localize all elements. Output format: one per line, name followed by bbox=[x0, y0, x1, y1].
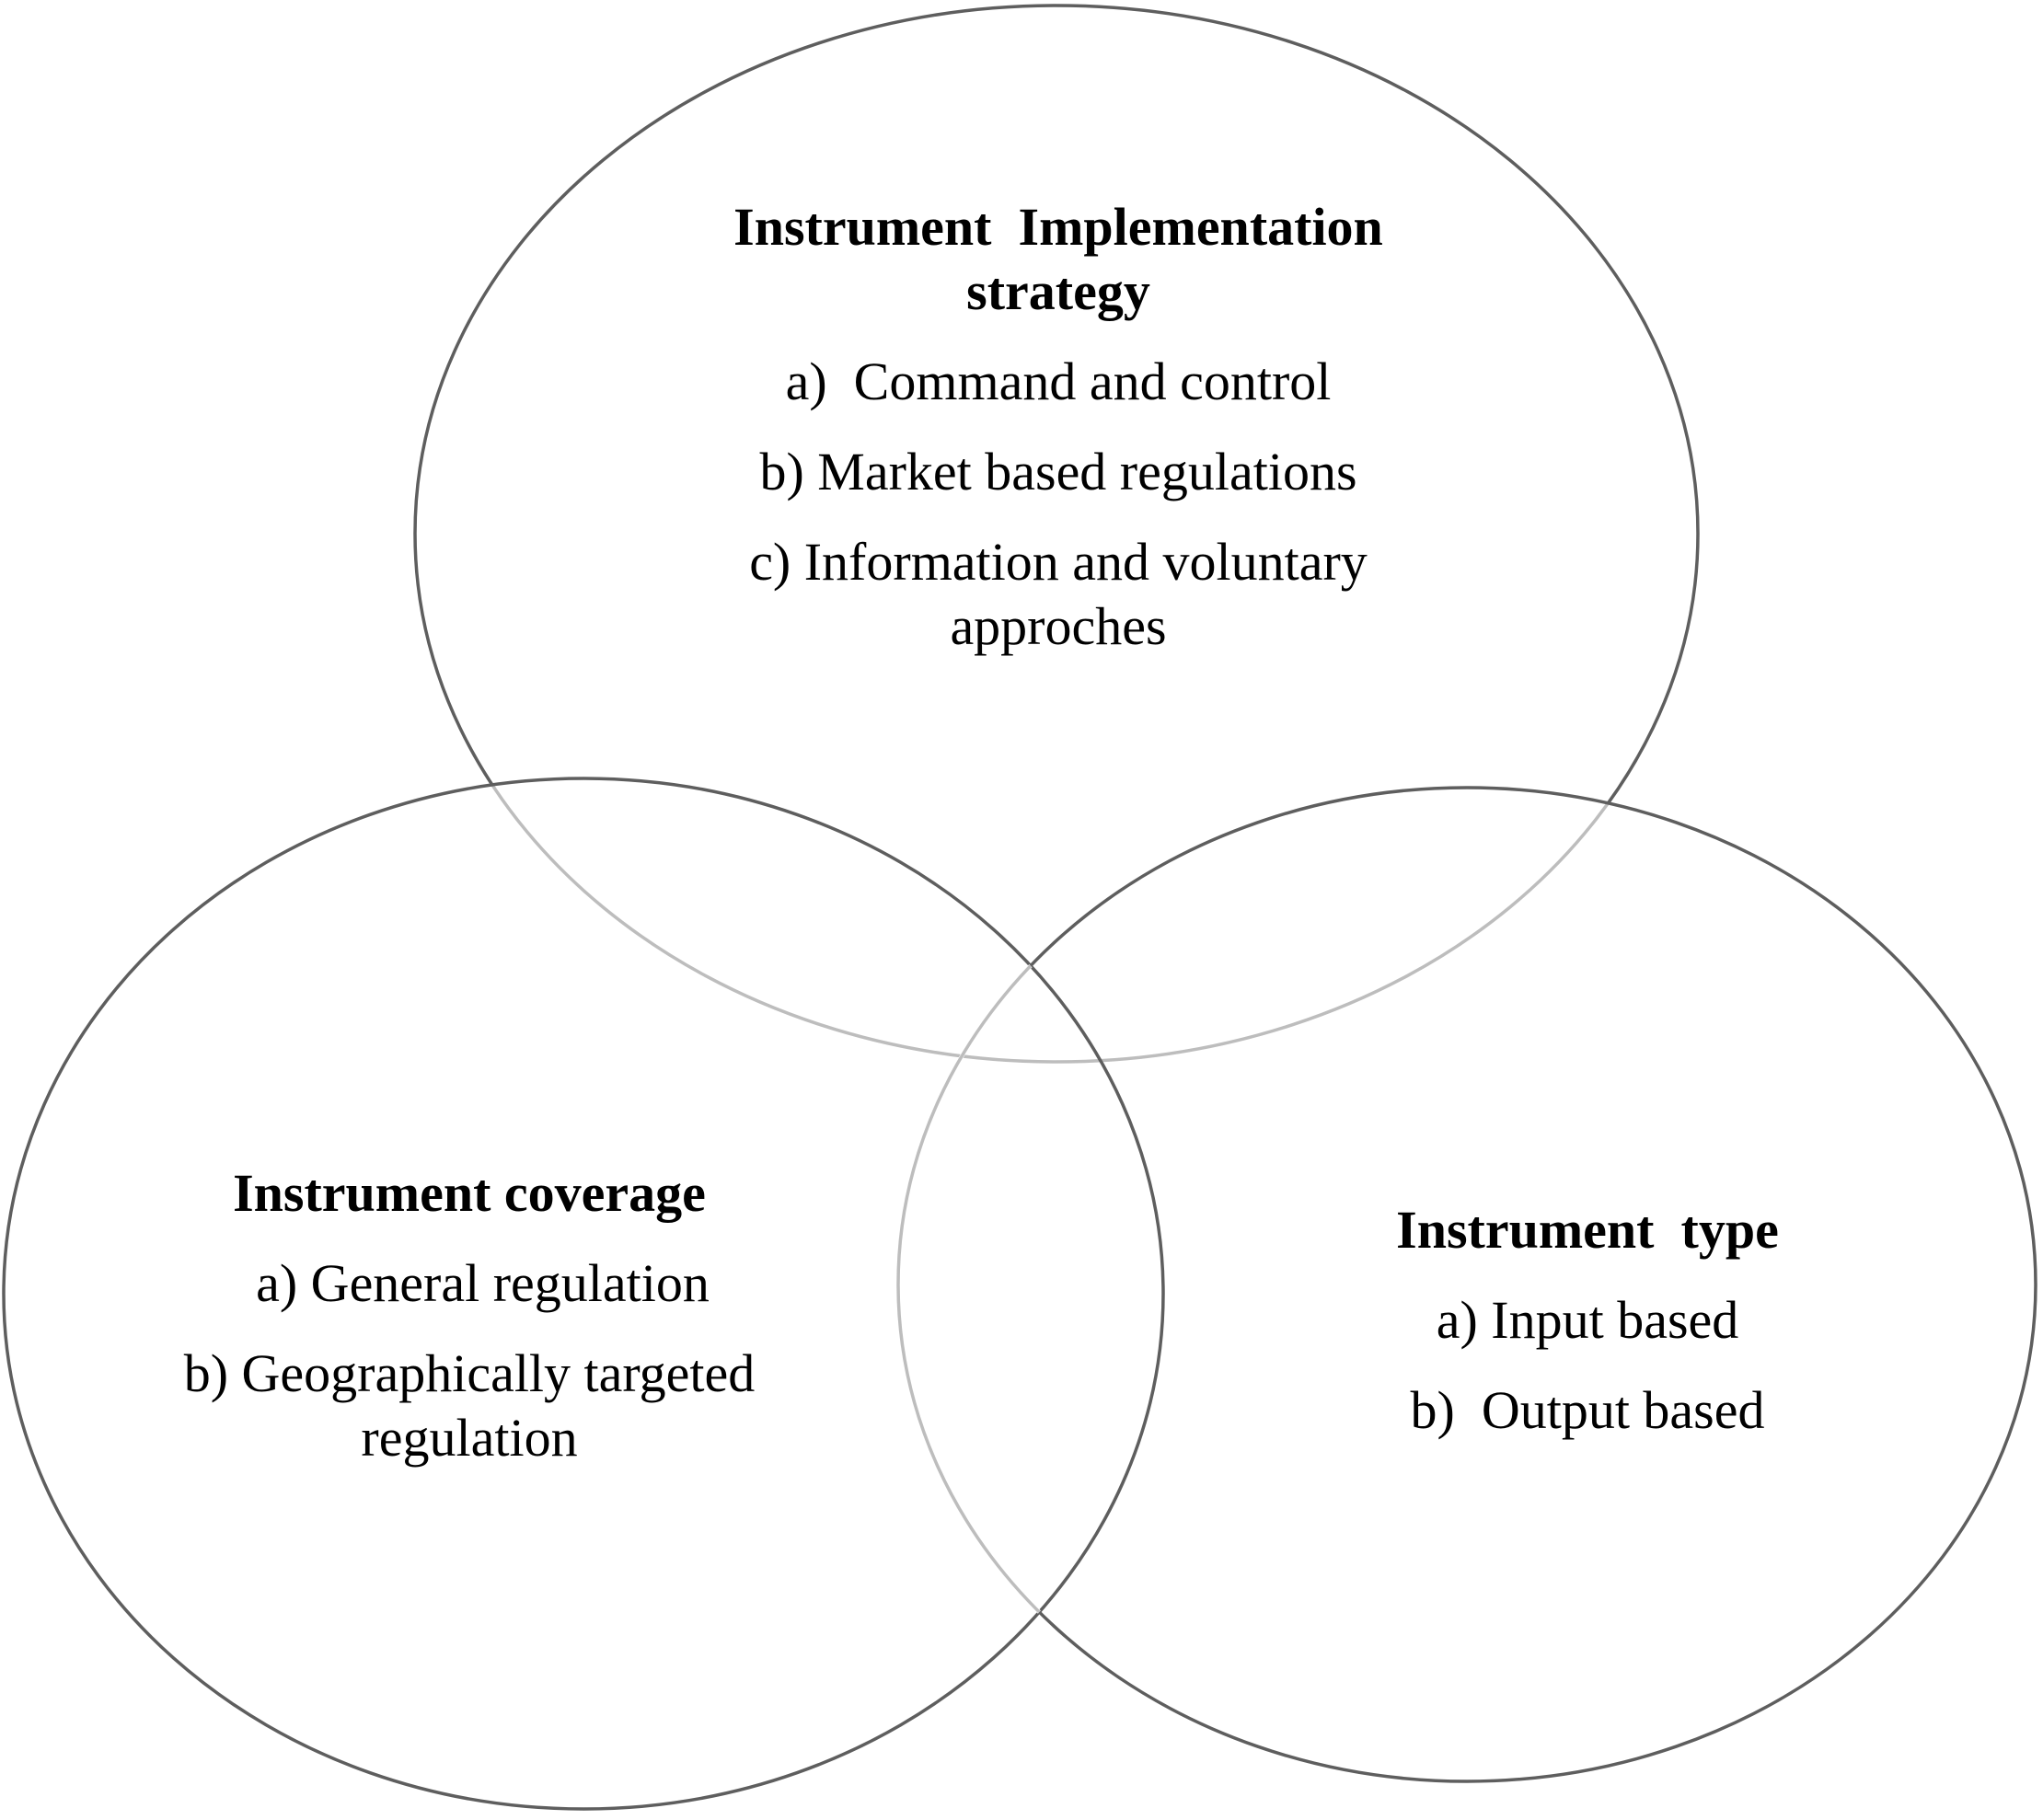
set-left-item-general: a) General regulation bbox=[229, 1253, 710, 1313]
set-top-heading-line2: strategy bbox=[966, 261, 1150, 321]
set-instrument-coverage: Instrument coverage a) General regulatio… bbox=[55, 1161, 883, 1470]
set-top-heading-line1: Instrument Implementation bbox=[733, 197, 1383, 257]
set-instrument-type: Instrument type a) Input based b) Output… bbox=[1279, 1198, 1896, 1443]
set-top-item-information-voluntary: c) Information and voluntary approches bbox=[749, 532, 1368, 656]
set-implementation-strategy: Instrument Implementation strategy a) Co… bbox=[589, 195, 1528, 659]
set-right-item-input: a) Input based bbox=[1436, 1290, 1739, 1350]
set-right-item-output: b) Output based bbox=[1410, 1380, 1765, 1440]
set-left-heading: Instrument coverage bbox=[233, 1163, 706, 1223]
set-right-heading: Instrument type bbox=[1396, 1200, 1779, 1260]
set-top-item-market-based: b) Market based regulations bbox=[759, 442, 1357, 501]
set-left-outline bbox=[2, 777, 1165, 1811]
set-left-item-geographic: b) Geographically targeted regulation bbox=[183, 1343, 756, 1468]
set-top-item-command-control: a) Command and control bbox=[785, 351, 1332, 411]
